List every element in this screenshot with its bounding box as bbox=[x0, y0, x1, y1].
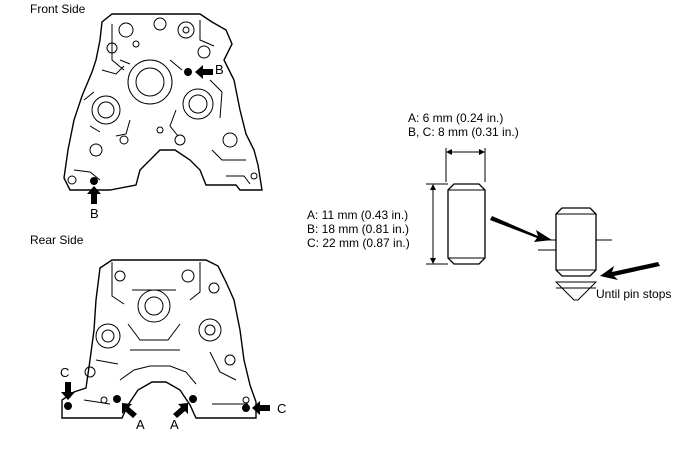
front-callout-b-top: B bbox=[215, 62, 224, 77]
pin-width-spec-bc: B, C: 8 mm (0.31 in.) bbox=[408, 125, 519, 139]
rear-arrow-a-right bbox=[173, 403, 188, 418]
rear-callout-c-right: C bbox=[277, 401, 287, 416]
pin-length-spec-c: C: 22 mm (0.87 in.) bbox=[307, 236, 410, 250]
front-arrow-b-bottom bbox=[87, 186, 101, 204]
rear-callout-a-left: A bbox=[136, 417, 145, 432]
front-side-title: Front Side bbox=[30, 2, 86, 16]
stop-direction-arrow bbox=[600, 262, 660, 280]
rear-side-block-drawing bbox=[61, 259, 257, 419]
rear-arrow-c-right bbox=[252, 401, 270, 415]
pin-width-spec-a: A: 6 mm (0.24 in.) bbox=[408, 111, 504, 125]
rear-arrow-c-left bbox=[61, 382, 75, 400]
rear-callout-a-right: A bbox=[170, 417, 179, 432]
rear-callout-c-left: C bbox=[60, 365, 70, 380]
front-arrow-b-top bbox=[195, 65, 213, 79]
pin-insertion-drawing bbox=[538, 207, 612, 301]
pin-dimension-drawing bbox=[426, 148, 486, 265]
pin-length-spec-a: A: 11 mm (0.43 in.) bbox=[307, 208, 409, 222]
rear-arrow-a-left bbox=[122, 403, 137, 418]
until-pin-stops-label: Until pin stops bbox=[596, 287, 672, 301]
rear-side-title: Rear Side bbox=[30, 233, 84, 247]
pin-length-spec-b: B: 18 mm (0.81 in.) bbox=[307, 222, 410, 236]
front-callout-b-bottom: B bbox=[90, 206, 99, 221]
insert-direction-arrow bbox=[490, 216, 552, 242]
front-side-block-drawing bbox=[63, 13, 263, 191]
